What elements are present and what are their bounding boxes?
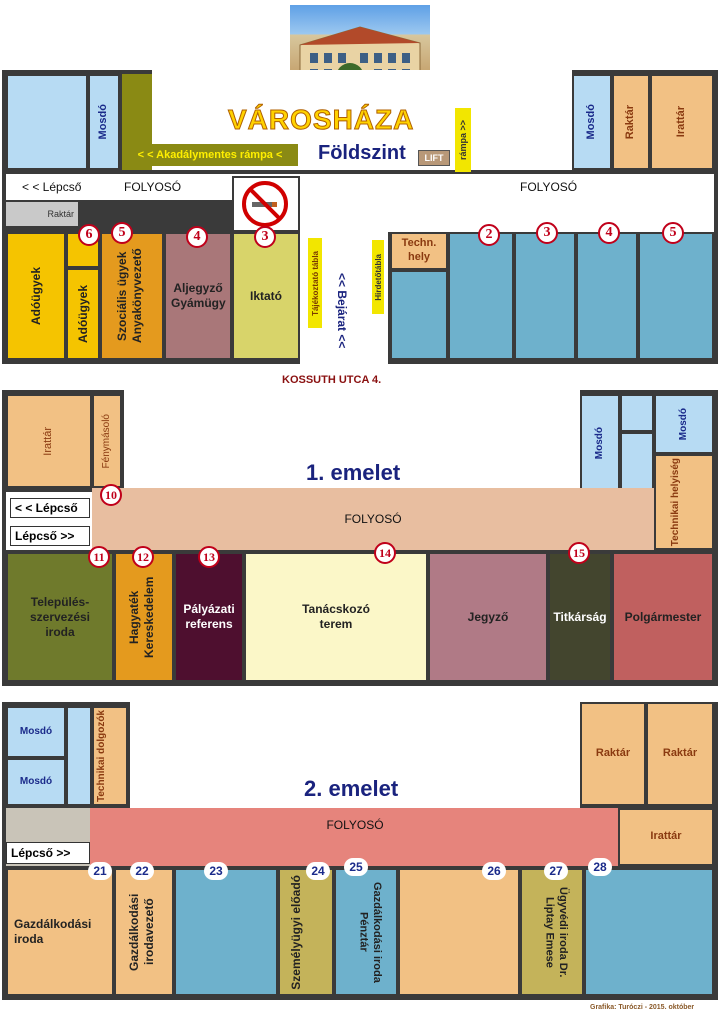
room-small-1b <box>620 432 654 492</box>
room-number-13: 13 <box>198 546 220 568</box>
room-number-11: 11 <box>88 546 110 568</box>
page-title: VÁROSHÁZA <box>227 104 415 136</box>
room-left-top <box>6 74 88 170</box>
room-polgarmester: Polgármester <box>612 552 714 682</box>
floor-label-ground: Földszint <box>318 142 406 164</box>
first-stair-down[interactable]: Lépcső >> <box>10 526 90 546</box>
entrance-label[interactable]: << Bejárat << <box>335 273 349 349</box>
room-ground-r4 <box>638 232 714 360</box>
room-mosdo-2b: Mosdó <box>6 758 66 806</box>
room-number-4-right: 4 <box>598 222 620 244</box>
ramp-label-bar: < < Akadálymentes rámpa < <box>122 144 298 166</box>
room-jegyzo: Jegyző <box>428 552 548 682</box>
room-ground-r2 <box>514 232 576 360</box>
room-irattar-1: Irattár <box>6 394 92 488</box>
room-adougyek-small: Adóügyek <box>66 268 100 360</box>
floor-label-second: 2. emelet <box>304 776 399 801</box>
room-irattar-2: Irattár <box>618 808 714 866</box>
room-titkarsag: Titkárság <box>548 552 612 682</box>
room-23 <box>174 868 278 996</box>
room-number-15: 15 <box>568 542 590 564</box>
room-irattar: Irattár <box>650 74 714 170</box>
room-tanacskozo: Tanácskozó terem <box>244 552 428 682</box>
info-board: Tájékoztató tábla <box>308 238 322 328</box>
room-mosdo-2a: Mosdó <box>6 706 66 758</box>
room-number-24: 24 <box>306 862 330 880</box>
room-number-3-right: 3 <box>536 222 558 244</box>
second-stair[interactable]: Lépcső >> <box>6 842 90 864</box>
room-gazd-vezeto: Gazdálkodási irodavezető <box>114 868 174 996</box>
room-small-2 <box>66 706 92 806</box>
room-szemelyugyi: Személyügyi előadó <box>278 868 334 996</box>
notice-board: Hirdetőtábla <box>372 240 384 314</box>
room-26 <box>398 868 520 996</box>
room-iktato: Iktató <box>232 232 300 360</box>
room-ground-r1 <box>448 232 514 360</box>
room-number-28: 28 <box>588 858 612 876</box>
room-mosdo-right: Mosdó <box>572 74 612 170</box>
room-ground-r0 <box>390 270 448 360</box>
room-number-5: 5 <box>111 222 133 244</box>
small-storage: Raktár <box>6 202 78 226</box>
room-number-26: 26 <box>482 862 506 880</box>
room-mosdo-1b: Mosdó <box>654 394 714 454</box>
ramp-vertical-label: rámpa >> <box>455 108 471 172</box>
room-raktar-2b: Raktár <box>646 702 714 806</box>
room-number-3: 3 <box>254 226 276 248</box>
room-number-5-right: 5 <box>662 222 684 244</box>
room-number-10: 10 <box>100 484 122 506</box>
first-corridor: FOLYOSÓ <box>92 488 654 550</box>
room-number-25: 25 <box>344 858 368 876</box>
room-mosdo-1a: Mosdó <box>580 394 620 492</box>
room-number-6: 6 <box>78 224 100 246</box>
room-fenymasolo: Fénymásoló <box>92 394 122 488</box>
first-stair-up[interactable]: < < Lépcső <box>10 498 90 518</box>
room-28 <box>584 868 714 996</box>
room-number-21: 21 <box>88 862 112 880</box>
room-szocialis: Szociális ügyek Anyakönyvezető <box>100 232 164 360</box>
ground-hall-right: FOLYOSÓ <box>520 180 578 194</box>
room-telepules: Település-szervezési iroda <box>6 552 114 682</box>
room-number-12: 12 <box>132 546 154 568</box>
room-number-22: 22 <box>130 862 154 880</box>
room-ground-r3 <box>576 232 638 360</box>
room-palyazati: Pályázati referens <box>174 552 244 682</box>
room-number-23: 23 <box>204 862 228 880</box>
room-adougyek-big: Adóügyek <box>6 232 66 360</box>
room-number-14: 14 <box>374 542 396 564</box>
room-aljegyzo: Aljegyző Gyámügy <box>164 232 232 360</box>
room-raktar: Raktár <box>612 74 650 170</box>
ground-hall-center: FOLYOSÓ <box>124 180 182 194</box>
graphic-credit: Grafika: Turóczi - 2015. október <box>590 1004 695 1011</box>
room-mosdo-left: Mosdó <box>88 74 120 170</box>
room-number-4: 4 <box>186 226 208 248</box>
room-hagyatek: Hagyaték Kereskedelem <box>114 552 174 682</box>
second-center-gap <box>130 702 580 808</box>
lift-box: LIFT <box>418 150 450 166</box>
room-number-27: 27 <box>544 862 568 880</box>
room-raktar-2a: Raktár <box>580 702 646 806</box>
first-center-gap <box>124 390 580 490</box>
floor-label-first: 1. emelet <box>306 460 401 485</box>
room-technikai-1: Technikai helyiség <box>654 454 714 550</box>
no-smoking-icon <box>240 180 290 228</box>
address-label: KOSSUTH UTCA 4. <box>282 374 382 386</box>
room-ugyvedi: Ügyvédi iroda Dr. Liptay Emese <box>520 868 584 996</box>
room-technikai-2: Technikai dolgozók <box>92 706 128 806</box>
ground-stair-left[interactable]: < < Lépcső <box>22 180 82 194</box>
room-gazd-iroda: Gazdálkodási iroda <box>6 868 114 996</box>
second-corridor: FOLYOSÓ <box>90 808 620 866</box>
room-penztar: Gazdálkodási iroda Pénztár <box>334 868 398 996</box>
room-number-2-right: 2 <box>478 224 500 246</box>
room-small-1a <box>620 394 654 432</box>
room-techn: Techn. hely <box>390 232 448 270</box>
